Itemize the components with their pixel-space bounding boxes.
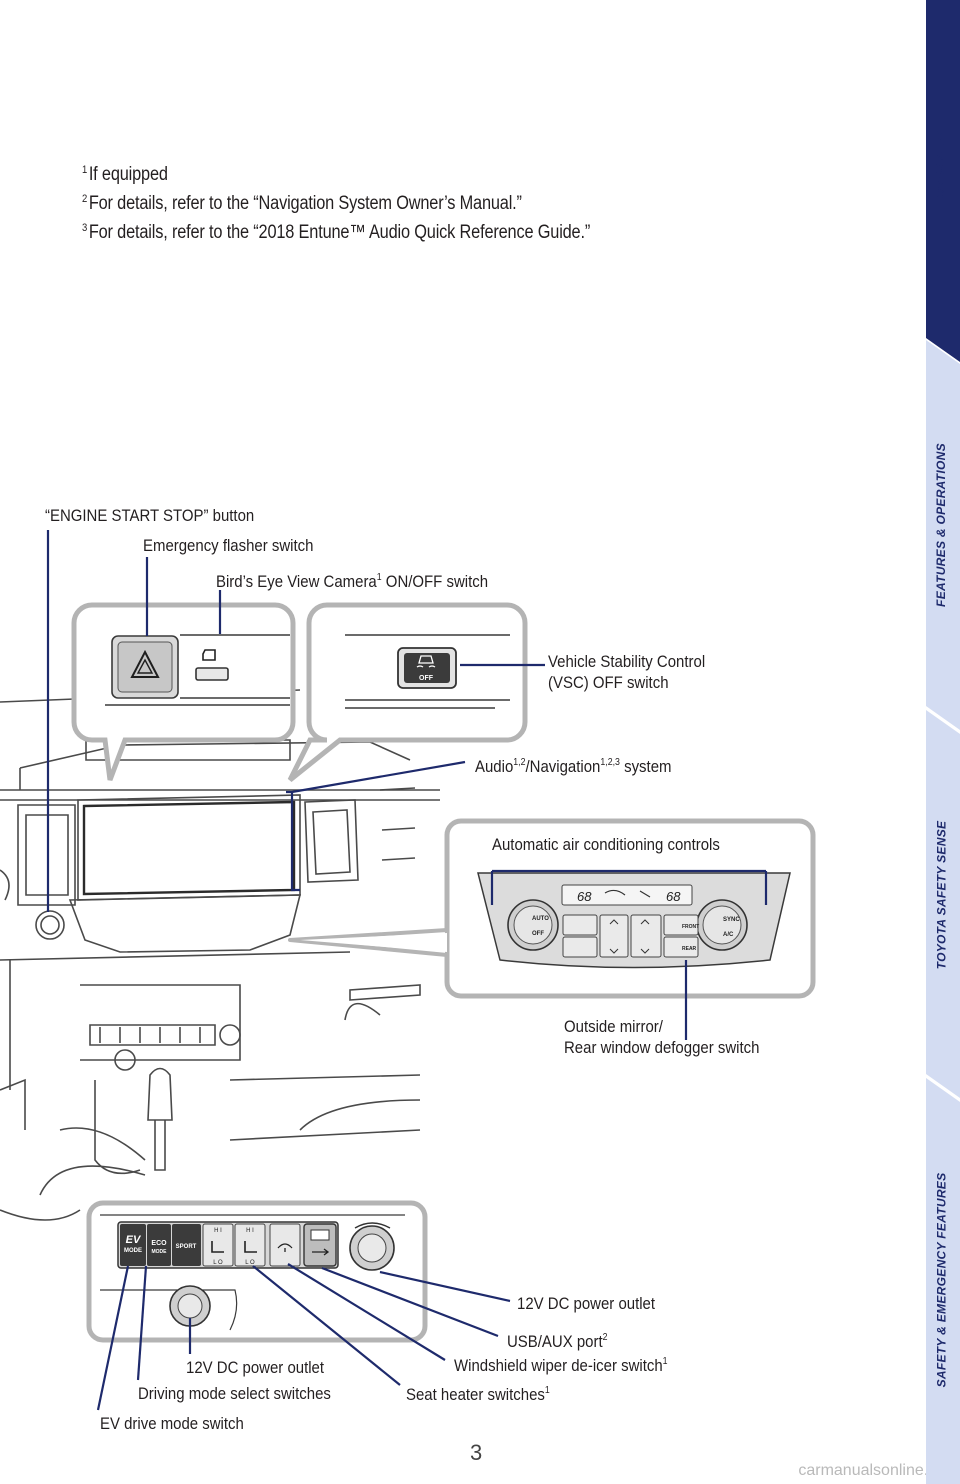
- callout-usb-aux: USB/AUX port2: [507, 1332, 608, 1351]
- footnote-1: 1If equipped: [82, 164, 168, 185]
- tab-safety-emergency[interactable]: SAFETY & EMERGENCY FEATURES: [934, 1172, 949, 1388]
- tab-features-operations[interactable]: FEATURES & OPERATIONS: [934, 443, 948, 607]
- vsc-skid-icon: [416, 655, 436, 668]
- tab-features-bg: [926, 340, 960, 730]
- svg-text:FRONT: FRONT: [682, 924, 699, 930]
- seat-heater-right: [234, 1223, 266, 1267]
- page-number: 3: [470, 1440, 483, 1465]
- callout-seat-heater: Seat heater switches1: [406, 1385, 550, 1404]
- sport-mode-switch: [172, 1224, 201, 1266]
- svg-text:EV: EV: [126, 1234, 142, 1246]
- svg-text:H I: H I: [214, 1228, 222, 1234]
- seat-heater-left: [202, 1223, 234, 1267]
- footnote-2: 2For details, refer to the “Navigation S…: [82, 193, 522, 214]
- tab-overview[interactable]: OVERVIEW: [934, 131, 949, 199]
- eco-mode-switch: [147, 1224, 171, 1266]
- usb-icon: [312, 1248, 330, 1256]
- callout-wiper-deicer: Windshield wiper de-icer switch1: [454, 1356, 668, 1375]
- ev-mode-switch: [120, 1224, 146, 1266]
- tab-safety-emergency-bg: [926, 1078, 960, 1484]
- svg-text:REAR: REAR: [682, 946, 697, 952]
- svg-text:L O: L O: [245, 1260, 255, 1266]
- dashboard-illustration: OFF 68 68 AUTO OFF SYNC A/C FRONT REAR M…: [0, 530, 816, 1411]
- callout-driving-mode: Driving mode select switches: [138, 1384, 331, 1403]
- svg-text:MODE: MODE: [124, 1248, 142, 1254]
- tab-toyota-safety-sense[interactable]: TOYOTA SAFETY SENSE: [934, 820, 948, 970]
- watermark: carmanualsonline.info: [798, 1462, 954, 1479]
- callout-dc-outlet-right: 12V DC power outlet: [517, 1294, 656, 1313]
- svg-text:SPORT: SPORT: [176, 1244, 197, 1250]
- section-sidebar: OVERVIEW FEATURES & OPERATIONS TOYOTA SA…: [922, 0, 960, 1484]
- svg-text:AUTO: AUTO: [532, 916, 549, 922]
- ac-temp-left: 68: [577, 889, 592, 904]
- svg-text:L O: L O: [213, 1260, 223, 1266]
- camera-button: [195, 667, 229, 681]
- svg-text:SYNC: SYNC: [723, 917, 740, 923]
- svg-text:MODE: MODE: [152, 1249, 168, 1255]
- callout-birds-eye-camera: Bird’s Eye View Camera1 ON/OFF switch: [216, 572, 489, 591]
- vsc-off-text: OFF: [419, 675, 434, 682]
- wiper-icon: [277, 1243, 293, 1252]
- hazard-triangle-icon: [130, 649, 160, 678]
- callout-ev-mode: EV drive mode switch: [100, 1414, 244, 1433]
- svg-text:OFF: OFF: [532, 931, 544, 937]
- callout-auto-ac: Automatic air conditioning controls: [492, 835, 720, 854]
- tab-overview-bg: [922, 0, 960, 362]
- callout-audio-navigation: Audio1,2/Navigation1,2,3 system: [475, 757, 672, 776]
- console-switch-panel: MODE EV ECO MODE SPORT H I L O H I L O: [100, 1214, 405, 1331]
- footnotes: 1If equipped 2For details, refer to the …: [82, 158, 590, 245]
- tab-safety-sense-bg: [926, 710, 960, 1098]
- svg-text:A/C: A/C: [723, 932, 734, 938]
- svg-text:ECO: ECO: [151, 1240, 167, 1247]
- ac-panel: 68 68 AUTO OFF SYNC A/C FRONT REAR: [477, 872, 791, 969]
- callout-dc-outlet-left: 12V DC power outlet: [186, 1358, 325, 1377]
- seat-heater-icon: [211, 1241, 257, 1253]
- footnote-3: 3For details, refer to the “2018 Entune™…: [82, 222, 591, 243]
- wiper-deicer-switch: [269, 1223, 301, 1267]
- callout-vsc-off: Vehicle Stability Control(VSC) OFF switc…: [548, 652, 706, 692]
- camera-icon: [202, 649, 216, 661]
- ac-temp-right: 68: [666, 889, 681, 904]
- svg-text:H I: H I: [246, 1228, 254, 1234]
- callout-emergency-flasher: Emergency flasher switch: [143, 536, 314, 555]
- callout-engine-start: “ENGINE START STOP” button: [45, 506, 255, 525]
- callout-mirror-defogger: Outside mirror/Rear window defogger swit…: [564, 1017, 760, 1057]
